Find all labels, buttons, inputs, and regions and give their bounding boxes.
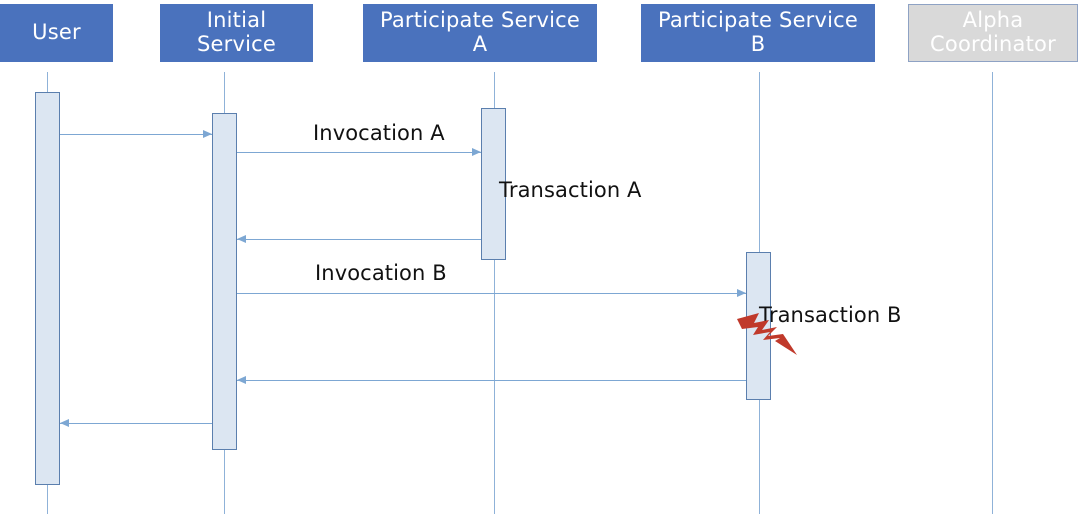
message-line-user-to-initial bbox=[60, 134, 212, 135]
participant-participate-service-b[interactable]: Participate Service B bbox=[641, 4, 875, 62]
activation-bar-user bbox=[35, 92, 60, 485]
arrow-head-invocation-a bbox=[472, 148, 481, 156]
message-line-return-a bbox=[237, 239, 481, 240]
lifeline-alpha-coordinator bbox=[992, 72, 993, 514]
participant-user[interactable]: User bbox=[0, 4, 113, 62]
participant-label: User bbox=[32, 20, 81, 45]
arrow-head-return-b bbox=[237, 376, 246, 384]
arrow-head-return-user bbox=[60, 419, 69, 427]
message-line-invocation-a bbox=[237, 152, 481, 153]
lightning-bolt-svg bbox=[737, 313, 797, 355]
participant-alpha-coordinator[interactable]: Alpha Coordinator bbox=[908, 4, 1078, 62]
activation-bar-initial-service bbox=[212, 113, 237, 450]
message-line-return-b bbox=[237, 380, 746, 381]
participant-label: Participate Service A bbox=[379, 8, 581, 56]
arrow-head-invocation-b bbox=[737, 289, 746, 297]
activation-bar-participate-service-a bbox=[481, 108, 506, 260]
participant-label: Participate Service B bbox=[657, 8, 859, 56]
participant-label: Alpha Coordinator bbox=[930, 8, 1056, 56]
message-label-invocation-a: Invocation A bbox=[313, 121, 445, 145]
participant-participate-service-a[interactable]: Participate Service A bbox=[363, 4, 597, 62]
participant-label: Initial Service bbox=[196, 8, 276, 56]
message-line-return-user bbox=[60, 423, 212, 424]
arrow-head-user-to-initial bbox=[203, 130, 212, 138]
participant-initial-service[interactable]: Initial Service bbox=[160, 4, 313, 62]
transaction-b-label: Transaction B bbox=[759, 303, 902, 327]
message-label-invocation-b: Invocation B bbox=[315, 261, 447, 285]
lightning-bolt-icon bbox=[736, 310, 798, 356]
message-line-invocation-b bbox=[237, 293, 746, 294]
arrow-head-return-a bbox=[237, 235, 246, 243]
transaction-a-label: Transaction A bbox=[499, 178, 642, 202]
